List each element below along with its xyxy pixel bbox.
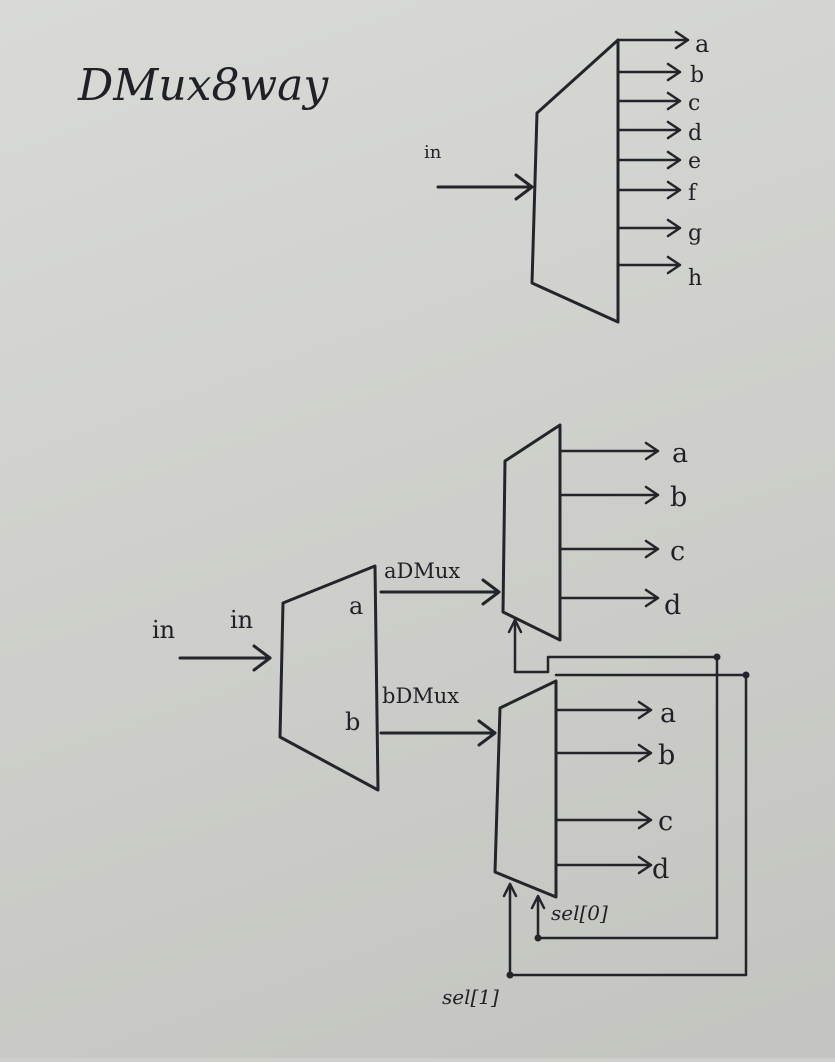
sel1-label: sel[1] [442, 985, 499, 1009]
top-input-label: in [424, 142, 442, 163]
sel0-wire [513, 655, 719, 940]
top-output-label: c [688, 91, 700, 116]
sel0-label: sel[0] [551, 901, 608, 925]
top-output-label: e [688, 149, 701, 174]
top-output-arrow [616, 30, 690, 50]
upper-output-label: d [664, 590, 681, 621]
lower-output-label: d [652, 854, 669, 885]
sel0-arrowhead [530, 894, 546, 910]
lower-dmux4way-block [493, 679, 558, 899]
top-output-label: d [688, 121, 702, 146]
upper-output-arrow [558, 485, 660, 505]
lower-output-arrow [554, 855, 653, 875]
sel1-arrowhead [502, 882, 518, 898]
top-output-arrows [616, 30, 690, 275]
lower-output-arrow [554, 743, 653, 763]
top-output-arrow [616, 255, 682, 275]
upper-dmux-label: aDMux [384, 559, 460, 583]
top-output-label: f [688, 181, 698, 206]
bottom-dmux-tree-diagram: in in a b aDMux bDMux a b c d a [152, 423, 750, 1009]
upper-dmux4way-block [501, 423, 562, 642]
junction-dot [742, 671, 750, 679]
top-output-arrow [616, 180, 682, 200]
lower-output-label: a [660, 698, 676, 729]
top-output-label: b [690, 63, 704, 88]
input-inner-label: in [230, 606, 253, 634]
sel1-loop-wire [508, 673, 748, 977]
lower-output-arrow [554, 700, 653, 720]
first-dmux-output-label: b [345, 708, 360, 736]
first-dmux-output-label: a [349, 592, 363, 620]
upper-output-arrow [558, 588, 660, 608]
upper-output-arrow [558, 539, 660, 559]
sel-arrowhead [507, 618, 523, 634]
input-outer-label: in [152, 616, 175, 644]
top-output-arrow [616, 62, 682, 82]
upper-output-label: c [670, 536, 685, 567]
wire-b-to-bdimux [379, 719, 497, 747]
lower-output-label: c [658, 806, 673, 837]
select-wiring: sel[0] sel[1] [442, 618, 750, 1009]
lower-output-arrow [554, 810, 653, 830]
top-output-label: g [688, 221, 702, 246]
upper-output-arrow [558, 441, 660, 461]
lower-output-arrows [554, 700, 653, 875]
top-output-label: a [695, 30, 709, 58]
junction-dot [534, 934, 542, 942]
upper-output-label: b [670, 482, 687, 513]
top-input-arrowhead [514, 173, 534, 201]
top-output-arrow [616, 120, 682, 140]
lower-output-label: b [658, 740, 675, 771]
upper-output-arrows [558, 441, 660, 608]
junction-dot [506, 971, 514, 979]
upper-output-label: a [672, 438, 688, 469]
top-output-arrow [616, 218, 682, 238]
junction-dot [713, 653, 721, 661]
top-output-arrow [616, 91, 682, 111]
top-dmux8way-diagram: in a b c d e f g h [424, 30, 709, 324]
lower-dmux-label: bDMux [382, 684, 459, 708]
wire-a-to-adimux [379, 578, 501, 606]
page-title: DMux8way [77, 60, 329, 111]
top-dmux8way-block [530, 38, 620, 324]
first-dmux-input-arrowhead [252, 644, 272, 672]
first-dmux-block [278, 564, 380, 792]
top-output-arrow [616, 150, 682, 170]
top-output-label: h [688, 266, 702, 291]
